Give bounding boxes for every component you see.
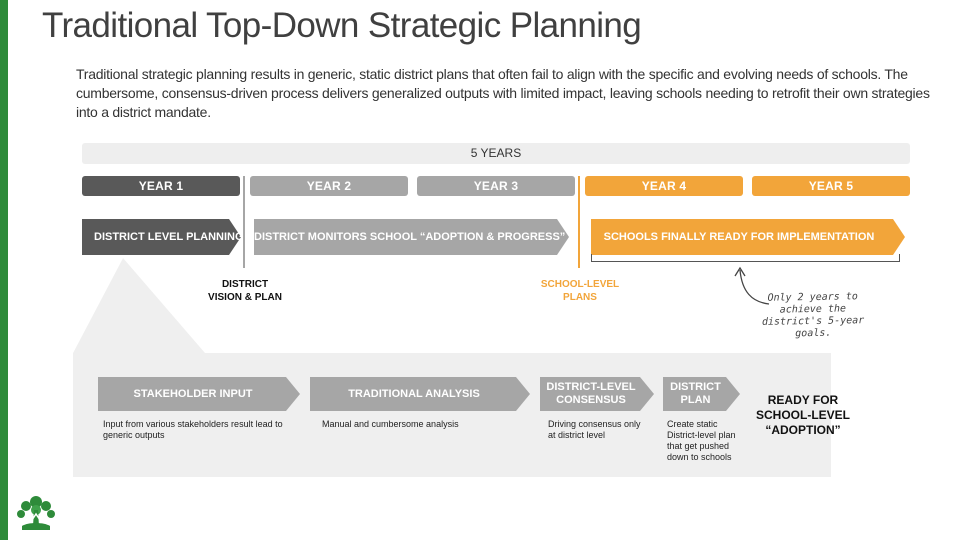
ready-for-adoption: READY FOR SCHOOL-LEVEL “ADOPTION”	[755, 393, 850, 437]
step-traditional-analysis: TRADITIONAL ANALYSIS	[348, 387, 480, 400]
phase-label-monitoring: DISTRICT MONITORS SCHOOL “ADOPTION & PRO…	[254, 231, 566, 243]
step-desc-consensus: Driving consensus only at district level	[548, 419, 641, 440]
phase-arrow-district-planning	[82, 219, 241, 255]
district-plan-divider	[243, 176, 245, 268]
step-desc-stakeholder: Input from various stakeholders result l…	[103, 419, 283, 440]
milestone-district-vision: DISTRICT VISION & PLAN	[208, 279, 282, 303]
curved-arrow-icon	[734, 266, 770, 305]
accent-bar	[0, 0, 8, 540]
step-arrow-analysis	[310, 377, 530, 411]
step-arrow-stakeholder	[98, 377, 300, 411]
step-desc-analysis: Manual and cumbersome analysis	[322, 419, 459, 429]
step-district-plan: DISTRICT PLAN	[670, 381, 721, 406]
phase-label-district-planning: DISTRICT LEVEL PLANNING	[94, 231, 244, 243]
page-title: Traditional Top-Down Strategic Planning	[42, 6, 642, 45]
step-district-consensus: DISTRICT-LEVEL CONSENSUS	[546, 381, 636, 406]
year-3: YEAR 3	[417, 176, 575, 196]
tree-logo-icon	[17, 496, 55, 530]
milestone-school-plans: SCHOOL-LEVEL PLANS	[540, 279, 620, 303]
phase-label-implementation: SCHOOLS FINALLY READY FOR IMPLEMENTATION	[603, 231, 875, 243]
school-plan-divider	[578, 176, 580, 268]
step-arrow-consensus	[540, 377, 654, 411]
five-years-bar: 5 YEARS	[82, 143, 910, 164]
year-5: YEAR 5	[752, 176, 910, 196]
year-2: YEAR 2	[250, 176, 408, 196]
phase-arrow-monitoring	[254, 219, 569, 255]
two-year-bracket	[591, 254, 900, 262]
step-arrow-plan	[663, 377, 740, 411]
step-desc-plan: Create static District-level plan that g…	[667, 419, 736, 462]
year-4: YEAR 4	[585, 176, 743, 196]
phase-arrow-implementation	[591, 219, 905, 255]
page-subtitle: Traditional strategic planning results i…	[76, 66, 930, 120]
step-stakeholder-input: STAKEHOLDER INPUT	[133, 387, 253, 400]
year-1: YEAR 1	[82, 176, 240, 196]
